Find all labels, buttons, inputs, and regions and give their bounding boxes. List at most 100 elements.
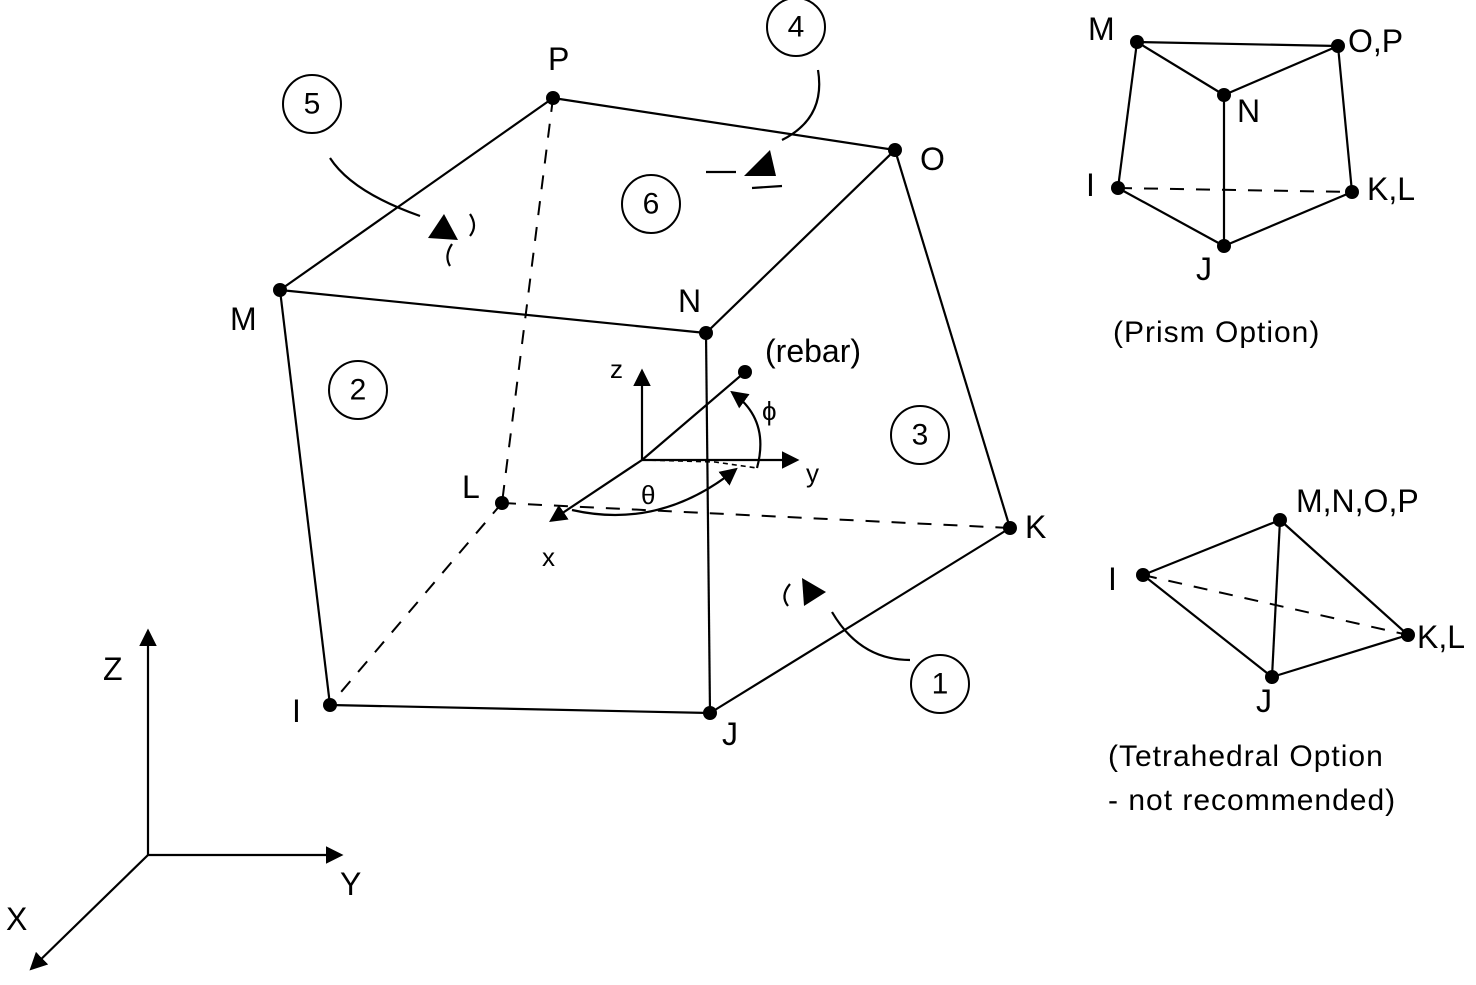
global-z-label: Z	[103, 651, 123, 687]
face-4-tick-2	[751, 184, 783, 190]
face-1-leader	[831, 611, 911, 662]
edge-n-o	[705, 149, 896, 334]
prism-caption: (Prism Option)	[1113, 316, 1320, 349]
node-k-marker	[1003, 521, 1017, 535]
edge-i-m	[278, 289, 332, 706]
theta-arc	[571, 467, 738, 516]
tetra-edge-i-j	[1142, 574, 1273, 678]
node-i-label: I	[292, 693, 301, 729]
face-5-circle	[282, 74, 342, 134]
edge-m-n	[279, 288, 707, 335]
face-5-tick	[469, 213, 476, 237]
edge-p-o	[552, 96, 896, 152]
face-1-tick	[783, 583, 791, 607]
face-5-number: 5	[304, 88, 321, 121]
node-j-marker	[703, 706, 717, 720]
local-x-label: x	[542, 542, 555, 572]
node-l-label: L	[462, 469, 480, 505]
global-x-axis	[29, 854, 149, 971]
face-1-circle	[910, 654, 970, 714]
face-5-tick-2	[446, 243, 453, 267]
global-y-label: Y	[340, 866, 361, 902]
face-2-number: 2	[350, 374, 367, 407]
node-l-marker	[495, 496, 509, 510]
hidden-edges	[329, 97, 1011, 706]
phi-arc	[730, 390, 762, 469]
element-edges	[278, 96, 1012, 715]
prism-node-n-label: N	[1237, 93, 1260, 129]
node-o-label: O	[920, 141, 945, 177]
face-1-arrowhead	[802, 578, 826, 606]
prism-edge-op-kl	[1336, 45, 1354, 193]
node-p-marker	[546, 91, 560, 105]
face-5-leader	[329, 157, 421, 218]
face-1-number: 1	[932, 668, 949, 701]
tetra-caption-line1: (Tetrahedral Option	[1108, 740, 1384, 773]
prism-node-i-label: I	[1086, 167, 1095, 203]
rebar-projection	[641, 459, 758, 469]
node-m-marker	[273, 283, 287, 297]
edge-p-m	[279, 97, 554, 291]
face-4-arrowhead	[744, 150, 776, 176]
tetra-node-mnop-label: M,N,O,P	[1296, 483, 1419, 519]
edge-k-j	[709, 527, 1011, 714]
theta-label: θ	[641, 480, 655, 510]
edge-n-j	[704, 332, 712, 714]
global-x-label: X	[6, 901, 27, 937]
face-6-circle	[621, 174, 681, 234]
node-j-label: J	[722, 716, 738, 752]
node-k-label: K	[1025, 509, 1046, 545]
face-3-circle	[890, 405, 950, 465]
face-3-callout: 3	[890, 405, 950, 465]
tetra-node-mnop-marker	[1273, 513, 1287, 527]
prism-node-m-marker	[1130, 35, 1144, 49]
face-4-leader	[781, 69, 821, 141]
tetra-edge-j-kl	[1271, 633, 1409, 679]
prism-node-j-label: J	[1196, 251, 1212, 287]
node-o-marker	[888, 143, 902, 157]
face-6-callout: 6	[621, 174, 681, 234]
node-n-label: N	[678, 283, 701, 319]
hidden-edge-l-k	[501, 502, 1011, 529]
face-2-circle	[328, 360, 388, 420]
face-2-callout: 2	[328, 360, 388, 420]
tetra-hidden-edge-i-kl	[1142, 574, 1409, 636]
local-z-label: z	[610, 354, 623, 384]
rebar-label: (rebar)	[765, 333, 861, 369]
node-i-marker	[323, 698, 337, 712]
prism-node-op-label: O,P	[1348, 23, 1403, 59]
prism-node-j-marker	[1217, 239, 1231, 253]
face-4-number: 4	[788, 11, 805, 44]
face-4-callout: 4	[706, 0, 826, 190]
node-m-label: M	[230, 301, 257, 337]
prism-edge-m-n	[1136, 41, 1225, 96]
tetra-caption-line2: - not recommended)	[1108, 784, 1396, 817]
tetra-edge-i-mnop	[1142, 518, 1281, 577]
rebar-direction-line	[641, 371, 746, 461]
face-4-circle	[766, 0, 826, 57]
prism-option: M O,P N I K,L J (Prism Option)	[1086, 11, 1415, 349]
prism-edge-m-i	[1116, 41, 1139, 189]
face-1-callout: 1	[783, 578, 970, 714]
hidden-edge-p-l	[501, 97, 554, 504]
global-axes: Z Y X	[6, 628, 361, 971]
local-x-axis	[549, 459, 643, 522]
tetra-node-j-label: J	[1256, 683, 1272, 719]
tetrahedral-option: M,N,O,P I K,L J (Tetrahedral Option - no…	[1108, 483, 1465, 817]
face-5-arrowhead	[428, 214, 458, 240]
prism-node-n-marker	[1217, 88, 1231, 102]
node-n-marker	[699, 326, 713, 340]
local-y-label: y	[806, 458, 819, 488]
phi-label: ϕ	[762, 396, 777, 426]
edge-o-k	[893, 149, 1012, 529]
prism-edge-j-kl	[1223, 190, 1353, 248]
hidden-edge-l-i	[329, 502, 503, 706]
tetra-node-kl-label: K,L	[1417, 619, 1465, 655]
element-nodes	[273, 91, 1017, 720]
prism-edge-i-j	[1117, 187, 1225, 247]
local-axes: z y x θ ϕ	[542, 354, 819, 572]
tetra-node-i-marker	[1136, 568, 1150, 582]
prism-node-m-label: M	[1088, 11, 1115, 47]
tetra-node-kl-marker	[1401, 628, 1415, 642]
